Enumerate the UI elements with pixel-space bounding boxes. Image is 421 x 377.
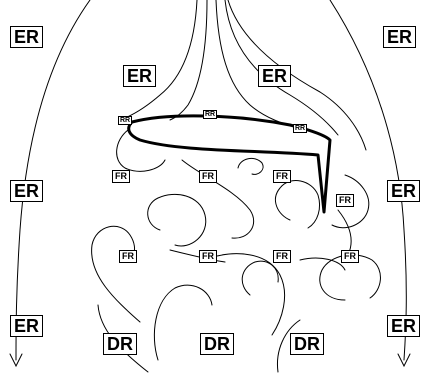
swirl-lower-left	[92, 226, 140, 322]
swirl-right-mid	[275, 181, 319, 228]
rr-label-right: RR	[293, 124, 307, 133]
fr-label-4: FR	[336, 194, 354, 207]
fr-label-8: FR	[341, 250, 359, 263]
upper-stem-left-b	[170, 0, 207, 120]
dr-label-left: DR	[103, 333, 137, 355]
dr-label-center: DR	[200, 333, 234, 355]
fr-label-3: FR	[273, 170, 291, 183]
er-label-top-left: ER	[10, 26, 43, 48]
er-label-bottom-right: ER	[387, 315, 420, 337]
er-label-mid-right: ER	[387, 180, 420, 202]
er-label-bottom-left: ER	[10, 315, 43, 337]
upper-stem-left-a	[125, 0, 197, 118]
swirl-right-edge	[338, 210, 351, 255]
er-label-mid-left: ER	[10, 180, 43, 202]
er-label-upper-center-right: ER	[258, 65, 291, 87]
rr-label-left: RR	[118, 116, 132, 125]
swirl-center-small	[238, 158, 263, 174]
dr-label-right: DR	[290, 333, 324, 355]
er-label-upper-center-left: ER	[123, 65, 156, 87]
fr-label-5: FR	[119, 250, 137, 263]
swirl-left-mid	[148, 194, 206, 246]
swirl-lower-center-b	[242, 261, 278, 295]
er-label-top-right: ER	[383, 26, 416, 48]
fr-label-2: FR	[199, 170, 217, 183]
fr-label-7: FR	[273, 250, 291, 263]
fr-label-1: FR	[112, 170, 130, 183]
swirl-left-upper	[117, 130, 165, 171]
rr-label-center: RR	[203, 110, 217, 119]
fr-label-6: FR	[199, 250, 217, 263]
